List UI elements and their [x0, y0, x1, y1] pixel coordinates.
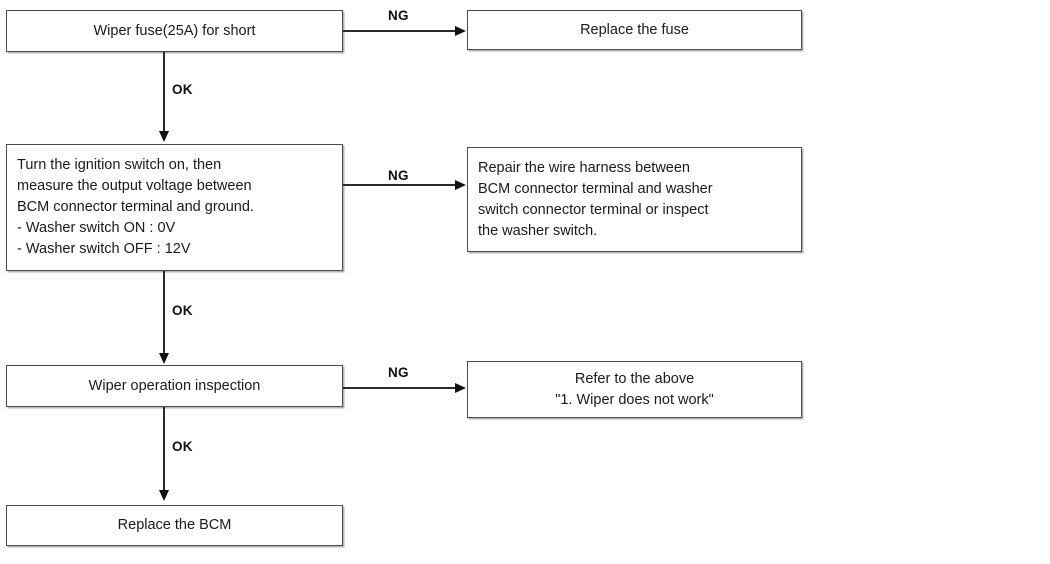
- edge-ok-3-arrowhead: [158, 490, 169, 501]
- node-repair-harness[interactable]: Repair the wire harness between BCM conn…: [467, 147, 802, 252]
- node-measure-voltage-label: Turn the ignition switch on, then measur…: [17, 157, 254, 257]
- edge-ok-2-line: [163, 271, 165, 354]
- node-replace-bcm-label: Replace the BCM: [117, 517, 232, 533]
- node-refer-above-label: Refer to the above "1. Wiper does not wo…: [555, 370, 714, 408]
- edge-ng-2-line: [343, 184, 456, 186]
- node-wiper-operation-inspection-label: Wiper operation inspection: [88, 377, 261, 394]
- node-wiper-operation-inspection[interactable]: Wiper operation inspection: [6, 365, 343, 407]
- edge-ok-3-label: OK: [172, 439, 193, 454]
- edge-ng-2-arrowhead: [455, 179, 466, 190]
- edge-ng-3-label: NG: [388, 365, 409, 380]
- node-replace-fuse[interactable]: Replace the fuse: [467, 10, 802, 50]
- edge-ng-3-arrowhead: [455, 382, 466, 393]
- edge-ng-1-label: NG: [388, 8, 409, 23]
- node-replace-bcm[interactable]: Replace the BCM: [6, 505, 343, 546]
- edge-ok-2-label: OK: [172, 303, 193, 318]
- edge-ng-1-arrowhead: [455, 25, 466, 36]
- edge-ok-1-arrowhead: [158, 131, 169, 142]
- node-replace-fuse-label: Replace the fuse: [580, 21, 689, 38]
- node-check-fuse[interactable]: Wiper fuse(25A) for short: [6, 10, 343, 52]
- edge-ng-1-line: [343, 30, 456, 32]
- node-repair-harness-label: Repair the wire harness between BCM conn…: [478, 159, 713, 239]
- node-measure-voltage[interactable]: Turn the ignition switch on, then measur…: [6, 144, 343, 271]
- edge-ng-3-line: [343, 387, 456, 389]
- edge-ok-3-line: [163, 407, 165, 491]
- node-refer-above[interactable]: Refer to the above "1. Wiper does not wo…: [467, 361, 802, 418]
- edge-ok-2-arrowhead: [158, 353, 169, 364]
- edge-ok-1-label: OK: [172, 82, 193, 97]
- node-check-fuse-label: Wiper fuse(25A) for short: [93, 22, 256, 39]
- edge-ok-1-line: [163, 52, 165, 132]
- edge-ng-2-label: NG: [388, 168, 409, 183]
